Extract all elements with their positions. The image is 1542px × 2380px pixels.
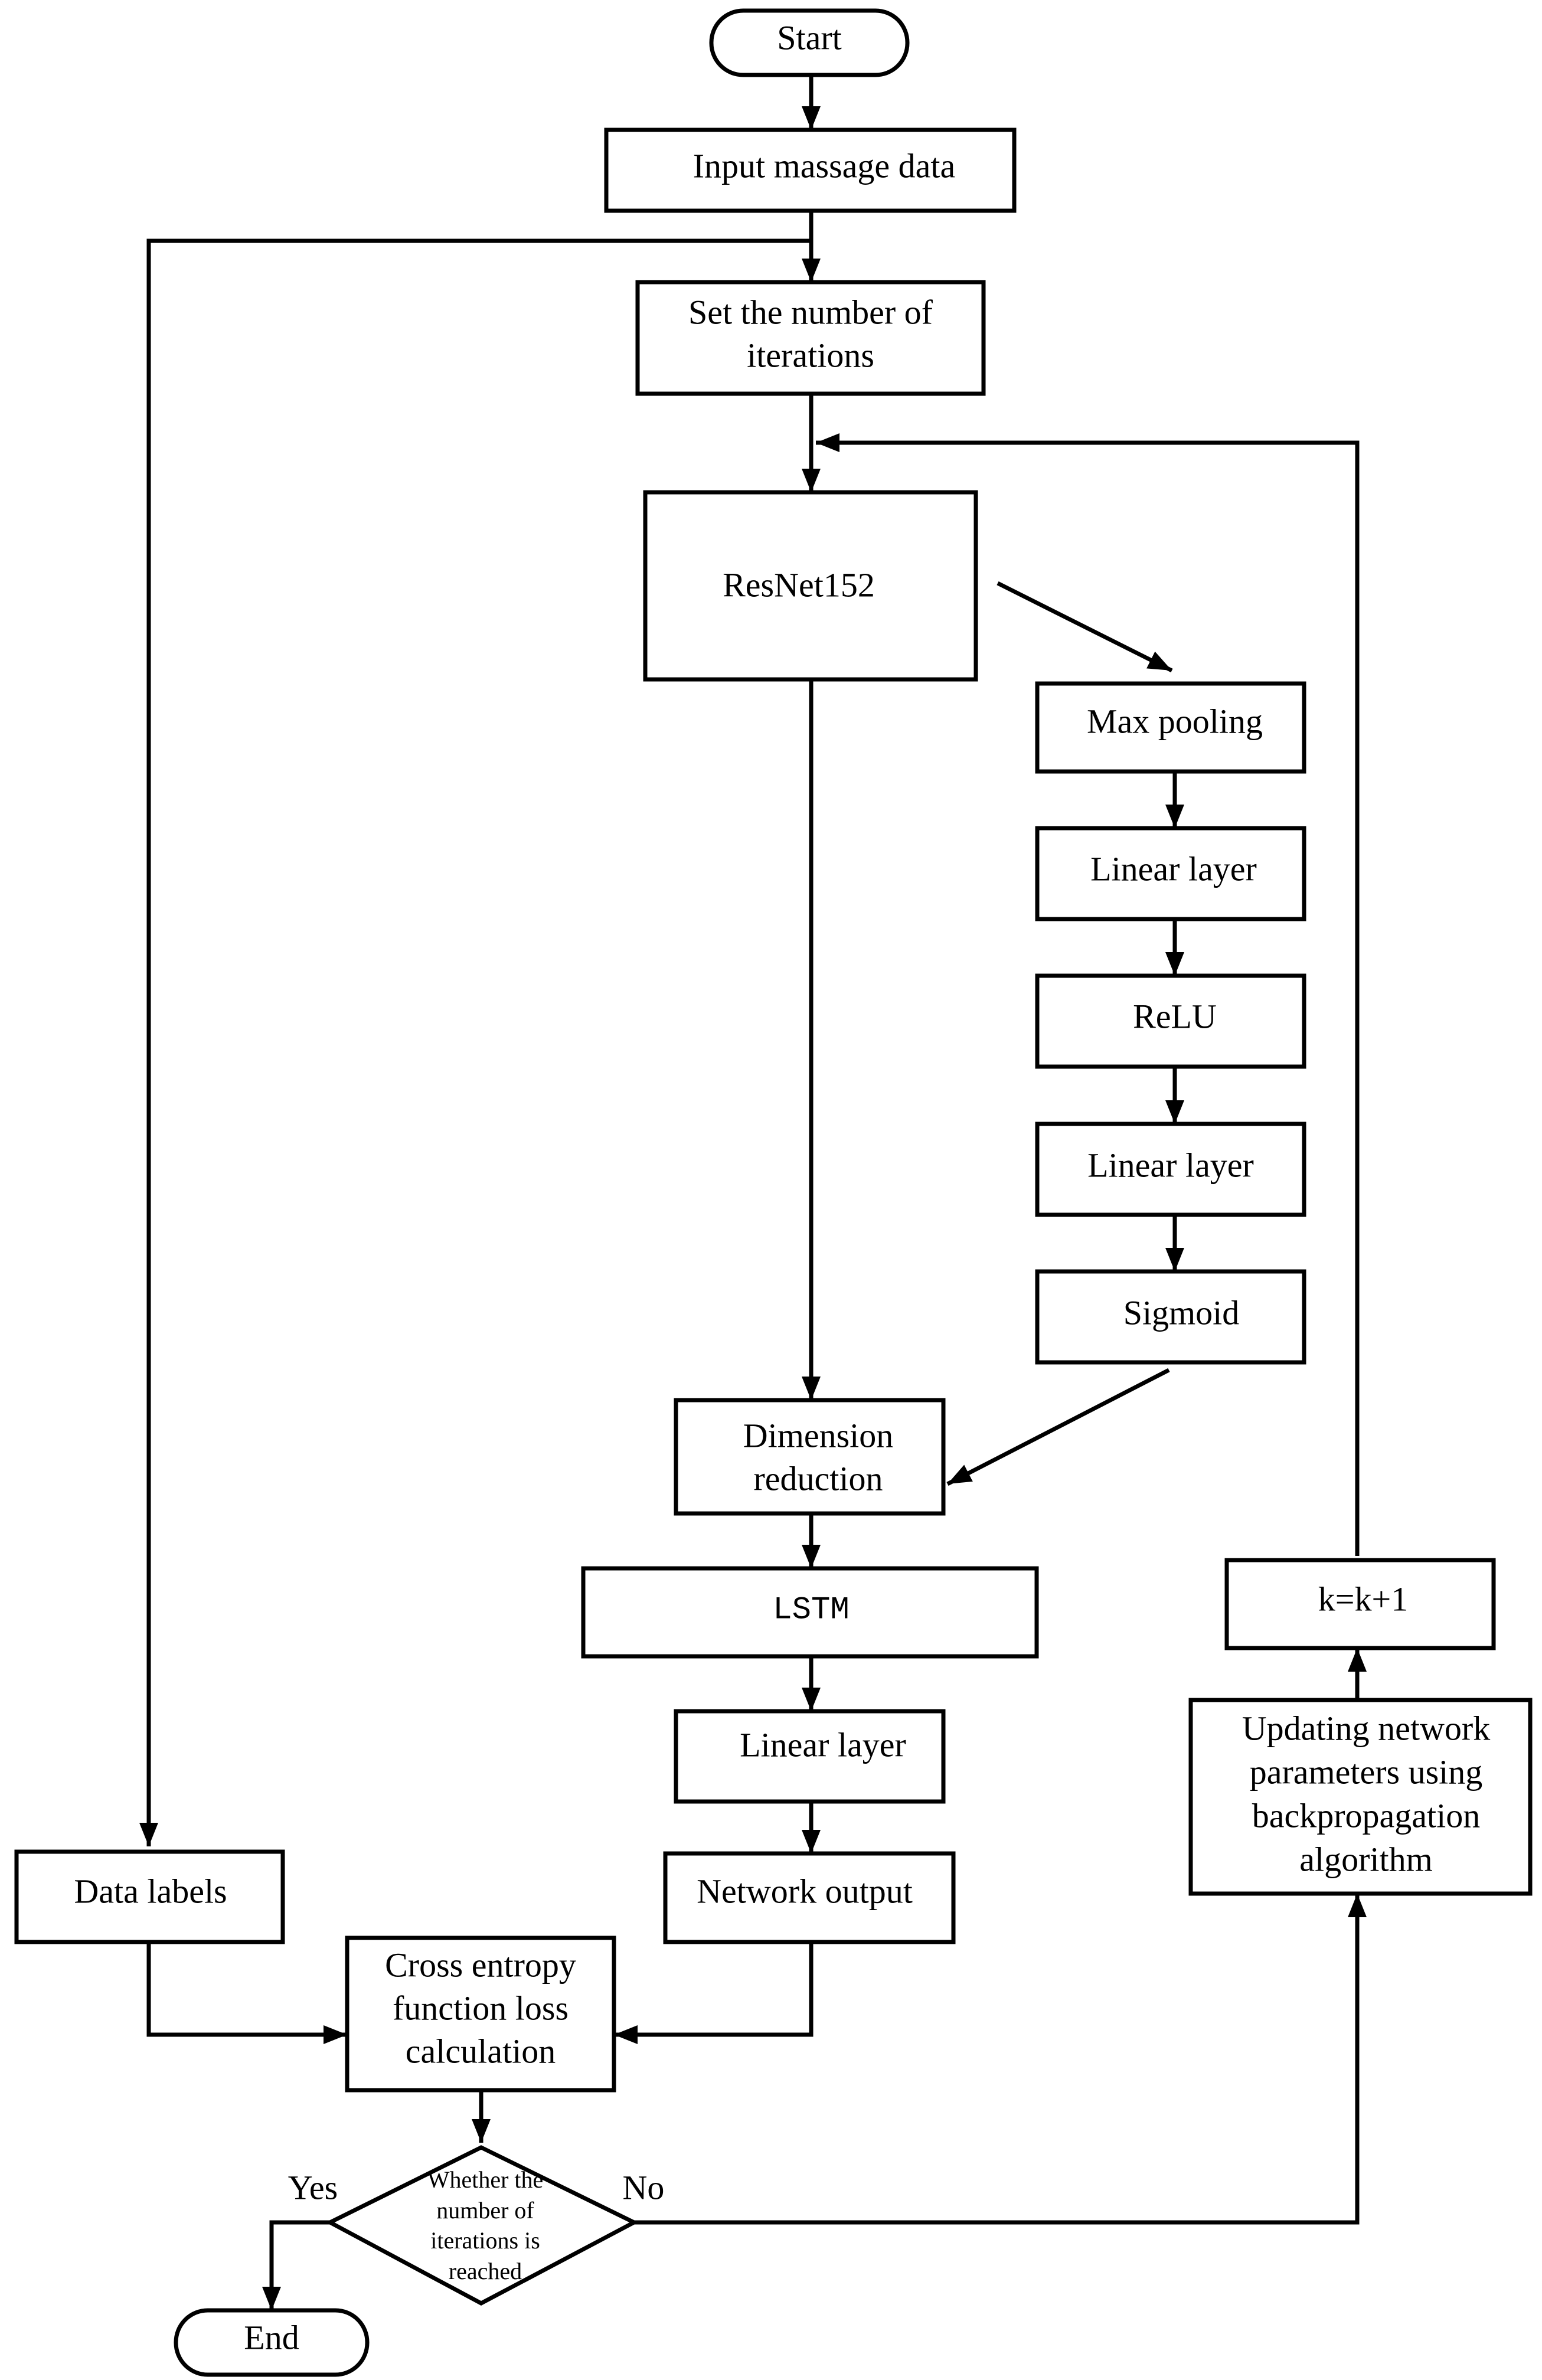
- node-loss-line3: calculation: [406, 2032, 556, 2070]
- node-decision-line3: iterations is: [430, 2227, 540, 2254]
- edge-input-labels: [139, 238, 811, 1846]
- node-loss-line1: Cross entropy: [385, 1946, 576, 1984]
- node-resnet-label: ResNet152: [723, 565, 875, 604]
- node-decision-line4: reached: [449, 2258, 522, 2284]
- node-end-label: End: [244, 2318, 299, 2356]
- node-dimension-reduction: Dimension reduction: [674, 1398, 946, 1516]
- edge-netout-loss: [614, 1942, 814, 2044]
- edge-label-no: No: [623, 2168, 665, 2206]
- node-k-increment: k=k+1: [1224, 1558, 1496, 1650]
- node-loss: Cross entropy function loss calculation: [345, 1936, 616, 2093]
- node-input: Input massage data: [604, 128, 1017, 213]
- edge-resnet-maxpool: [997, 581, 1173, 673]
- node-relu: ReLU: [1035, 973, 1306, 1069]
- node-update-parameters-line3: backpropagation: [1252, 1796, 1481, 1835]
- node-maxpool-label: Max pooling: [1087, 702, 1263, 740]
- node-update-parameters-line1: Updating network: [1242, 1709, 1490, 1747]
- node-k-increment-label: k=k+1: [1318, 1580, 1408, 1618]
- node-relu-label: ReLU: [1133, 997, 1217, 1035]
- node-input-label: Input massage data: [693, 146, 956, 185]
- node-linear-1-label: Linear layer: [1090, 849, 1257, 888]
- node-update-parameters: Updating network parameters using backpr…: [1188, 1698, 1533, 1896]
- edge-decision-end-yes: [262, 2220, 330, 2310]
- edge-kinc-loop-back: [816, 433, 1360, 1556]
- node-set-iterations-line1: Set the number of: [688, 293, 933, 331]
- node-decision: Whether the number of iterations is reac…: [325, 2145, 639, 2306]
- edge-sigmoid-dimred: [946, 1368, 1170, 1486]
- node-set-iterations: Set the number of iterations: [635, 280, 986, 396]
- node-loss-line2: function loss: [393, 1989, 569, 2027]
- node-decision-line1: Whether the: [427, 2166, 544, 2193]
- node-linear-3: Linear layer: [674, 1709, 946, 1804]
- node-sigmoid-label: Sigmoid: [1123, 1293, 1240, 1332]
- edge-labels-loss: [146, 1942, 347, 2044]
- node-data-labels-label: Data labels: [74, 1872, 227, 1910]
- node-maxpool: Max pooling: [1035, 681, 1306, 774]
- node-start: Start: [709, 8, 910, 77]
- node-network-output: Network output: [663, 1851, 956, 1944]
- node-end: End: [174, 2308, 370, 2377]
- node-dimension-reduction-line1: Dimension: [743, 1416, 894, 1454]
- node-resnet: ResNet152: [643, 490, 978, 682]
- node-start-label: Start: [777, 18, 842, 57]
- node-sigmoid: Sigmoid: [1035, 1269, 1306, 1365]
- node-data-labels: Data labels: [14, 1849, 285, 1944]
- edge-label-yes: Yes: [288, 2168, 338, 2206]
- node-linear-2: Linear layer: [1035, 1122, 1306, 1217]
- node-lstm-label: LSTM: [773, 1592, 850, 1628]
- node-dimension-reduction-line2: reduction: [753, 1459, 883, 1498]
- node-linear-1: Linear layer: [1035, 826, 1306, 921]
- connectors: [139, 75, 1367, 2310]
- node-update-parameters-line4: algorithm: [1299, 1840, 1433, 1878]
- node-decision-line2: number of: [436, 2197, 534, 2224]
- node-lstm: LSTM: [581, 1566, 1039, 1659]
- node-update-parameters-line2: parameters using: [1250, 1753, 1483, 1791]
- node-set-iterations-line2: iterations: [747, 336, 874, 374]
- node-linear-2-label: Linear layer: [1087, 1146, 1254, 1184]
- node-network-output-label: Network output: [697, 1872, 913, 1910]
- node-linear-3-label: Linear layer: [740, 1725, 906, 1764]
- edge-decision-update-no: [634, 1894, 1367, 2225]
